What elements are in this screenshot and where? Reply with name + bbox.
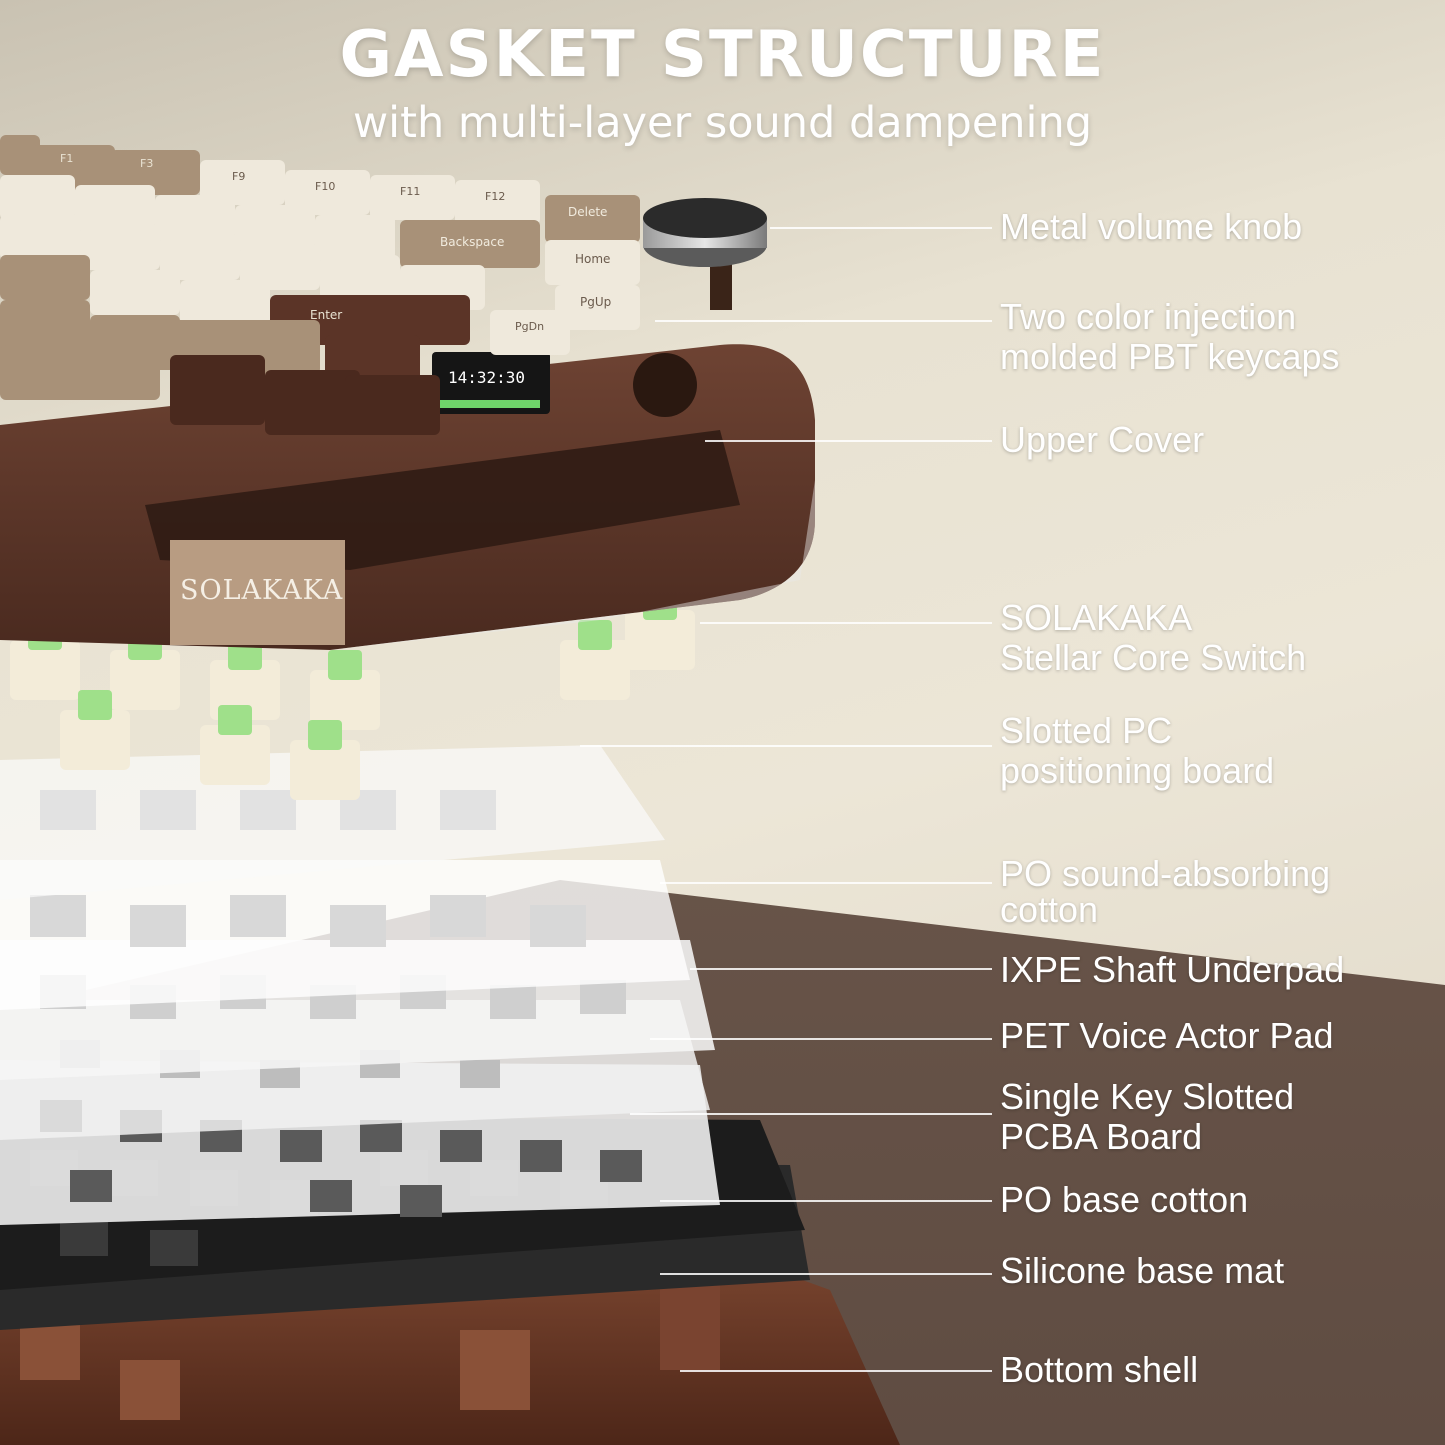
callout-line-po-sound-absorbing-cotton bbox=[660, 882, 992, 884]
key-legend-backspace: Backspace bbox=[440, 235, 505, 249]
callout-line-bottom-shell bbox=[680, 1370, 992, 1372]
volume-knob bbox=[643, 198, 767, 310]
key-legend-f1: F1 bbox=[60, 152, 74, 165]
callout-line-pbt-keycaps bbox=[655, 320, 992, 322]
callout-line-slotted-pc-board bbox=[580, 745, 992, 747]
lcd-screen bbox=[432, 352, 550, 414]
callout-line-pcba-board bbox=[630, 1113, 992, 1115]
key-legend-f11: F11 bbox=[400, 185, 421, 198]
key-legend-delete: Delete bbox=[568, 205, 608, 219]
callout-po-base-cotton: PO base cotton bbox=[1000, 1179, 1249, 1220]
brand-badge: SOLAKAKA bbox=[180, 575, 344, 606]
key-legend-pgdn: PgDn bbox=[515, 320, 545, 333]
callout-po-sound-absorbing-cotton: PO sound-absorbing cotton bbox=[1000, 853, 1331, 930]
callout-silicone-base-mat: Silicone base mat bbox=[1000, 1250, 1285, 1291]
callout-pbt-keycaps: Two color injection molded PBT keycaps bbox=[1000, 296, 1340, 377]
key-legend-enter: Enter bbox=[310, 308, 343, 322]
callout-upper-cover: Upper Cover bbox=[1000, 419, 1205, 460]
page-title: GASKET STRUCTURE bbox=[339, 18, 1106, 92]
callout-line-upper-cover bbox=[705, 440, 992, 442]
screen-time: 14:32:30 bbox=[448, 368, 526, 387]
callout-slotted-pc-board: Slotted PC positioning board bbox=[1000, 710, 1275, 791]
callout-line-ixpe-shaft-underpad bbox=[690, 968, 992, 970]
callout-metal-volume-knob: Metal volume knob bbox=[1000, 206, 1303, 247]
key-legend-f10: F10 bbox=[315, 180, 336, 193]
callout-line-pet-voice-actor-pad bbox=[650, 1038, 992, 1040]
callout-line-metal-volume-knob bbox=[770, 227, 992, 229]
callout-line-po-base-cotton bbox=[660, 1200, 992, 1202]
key-legend-f12: F12 bbox=[485, 190, 506, 203]
callout-line-stellar-core-switch bbox=[700, 622, 992, 624]
callout-bottom-shell: Bottom shell bbox=[1000, 1349, 1199, 1390]
callout-pcba-board: Single Key Slotted PCBA Board bbox=[1000, 1076, 1295, 1157]
callout-pet-voice-actor-pad: PET Voice Actor Pad bbox=[1000, 1015, 1334, 1056]
keycaps bbox=[0, 135, 640, 435]
key-legend-home: Home bbox=[575, 252, 611, 266]
callout-stellar-core-switch: SOLAKAKA Stellar Core Switch bbox=[1000, 597, 1307, 678]
slotted-pc-positioning-board bbox=[0, 745, 665, 900]
callout-ixpe-shaft-underpad: IXPE Shaft Underpad bbox=[1000, 949, 1345, 990]
page-subtitle: with multi-layer sound dampening bbox=[352, 98, 1093, 148]
po-sound-absorbing-cotton bbox=[0, 860, 690, 1010]
key-legend-pgup: PgUp bbox=[580, 295, 612, 309]
key-legend-f9: F9 bbox=[232, 170, 246, 183]
key-legend-f3: F3 bbox=[140, 157, 154, 170]
callout-line-silicone-base-mat bbox=[660, 1273, 992, 1275]
